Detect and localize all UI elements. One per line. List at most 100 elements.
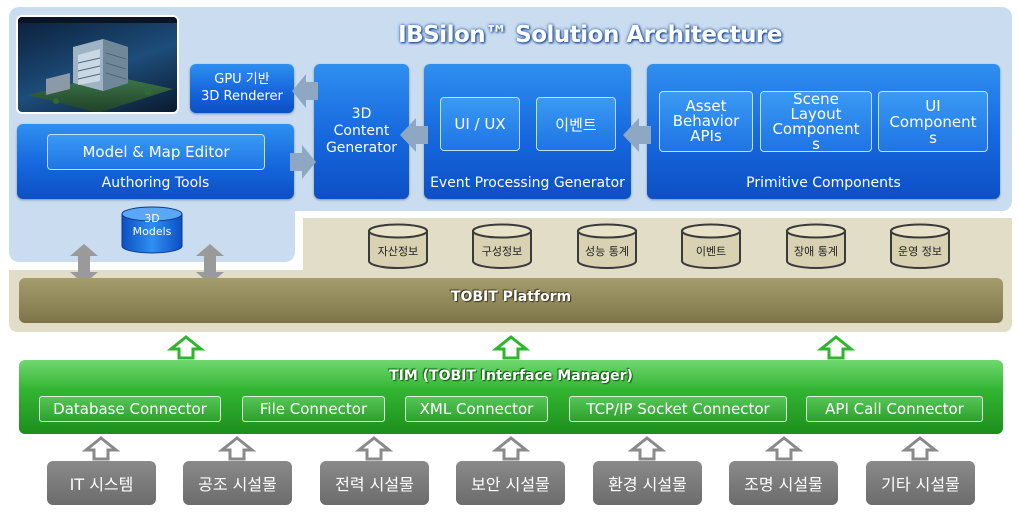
- arrow-editor-to-generator-icon: [290, 145, 316, 179]
- tobit-platform-label: TOBIT Platform: [450, 289, 572, 305]
- data-store-label: 이벤트: [695, 245, 727, 258]
- connector-label: Database Connector: [53, 400, 207, 418]
- source-label: 전력 시설물: [335, 475, 414, 494]
- ui-components-line1: UI: [925, 96, 941, 115]
- tim-title: TIM (TOBIT Interface Manager): [389, 368, 633, 384]
- event-processing-generator-box: UI / UX 이벤트 Event Processing Generator: [424, 64, 631, 199]
- source-label: 보안 시설물: [471, 475, 550, 494]
- asset-behavior-apis-box: Asset Behavior APIs: [659, 91, 753, 152]
- source-security-facility: 보안 시설물: [456, 461, 565, 505]
- source-hvac-facility: 공조 시설물: [183, 461, 292, 505]
- data-store-fault: 장애 통계: [785, 223, 847, 273]
- source-label: 조명 시설물: [744, 475, 823, 494]
- tobit-platform-bar: [19, 278, 1003, 323]
- ui-components-line2: Component: [889, 112, 977, 131]
- model-map-editor-box: Model & Map Editor: [47, 134, 265, 170]
- source-label: 공조 시설물: [198, 475, 277, 494]
- grey-up-arrow-icon: [217, 436, 257, 461]
- ui-ux-label: UI / UX: [454, 115, 506, 133]
- grey-up-arrow-icon: [764, 436, 804, 461]
- asset-behavior-apis-line3: APIs: [690, 127, 722, 145]
- grey-up-arrow-icon: [900, 436, 940, 461]
- source-label: 기타 시설물: [881, 475, 960, 494]
- asset-behavior-apis-line1: Asset: [685, 97, 727, 115]
- gpu-3d-renderer-box: GPU 기반 3D Renderer: [190, 64, 294, 113]
- source-environment-facility: 환경 시설물: [593, 461, 702, 505]
- arrow-primitive-to-event-icon: [623, 118, 651, 152]
- source-label: IT 시스템: [69, 475, 134, 494]
- authoring-tools-box: Model & Map Editor Authoring Tools: [17, 124, 294, 199]
- asset-behavior-apis-line2: Behavior: [672, 112, 740, 130]
- database-cylinder-icon: [786, 223, 846, 269]
- gpu-renderer-label-line1: GPU 기반: [214, 72, 270, 87]
- data-store-asset: 자산정보: [367, 223, 429, 273]
- sources-to-tim-arrows: [81, 436, 940, 461]
- double-arrow-left-icon: [70, 244, 98, 284]
- database-cylinder-icon: [368, 223, 428, 269]
- data-store-performance: 성능 통계: [576, 223, 638, 273]
- xml-connector-box: XML Connector: [405, 396, 548, 422]
- source-lighting-facility: 조명 시설물: [729, 461, 838, 505]
- connector-label: File Connector: [259, 400, 368, 418]
- model-map-editor-label: Model & Map Editor: [82, 143, 230, 161]
- event-box: 이벤트: [536, 97, 616, 151]
- 3d-models-cylinder-icon: [121, 206, 183, 254]
- 3d-models-label: 3D Models: [120, 212, 184, 238]
- content-generator-label-line3: Generator: [325, 140, 398, 156]
- ui-components-box: UI Component s: [878, 91, 988, 152]
- gpu-renderer-label-line2: 3D Renderer: [201, 89, 283, 104]
- scene-layout-components-line1: Scene: [793, 89, 839, 108]
- building-3d-render-image: [16, 15, 179, 114]
- primitive-components-box: Asset Behavior APIs Scene Layout Compone…: [647, 64, 1000, 199]
- green-up-arrow-icon: [491, 335, 531, 360]
- scene-layout-components-line3: Component: [772, 119, 860, 138]
- 3d-content-generator-box: 3D Content Generator: [314, 64, 409, 199]
- event-label: 이벤트: [555, 115, 597, 134]
- data-store-label: 자산정보: [377, 245, 419, 258]
- grey-up-arrow-icon: [491, 436, 531, 461]
- 3d-models-label-line1: 3D: [144, 212, 160, 225]
- grey-up-arrow-icon: [354, 436, 394, 461]
- authoring-platform-arrows: [70, 244, 224, 284]
- data-store-label: 운영 정보: [898, 245, 942, 258]
- tcpip-socket-connector-box: TCP/IP Socket Connector: [569, 396, 787, 422]
- arrow-generator-to-renderer-icon: [292, 74, 318, 108]
- ui-components-line3: s: [929, 128, 937, 147]
- database-connector-box: Database Connector: [39, 396, 221, 422]
- grey-up-arrow-icon: [81, 436, 121, 461]
- content-generator-label-line2: Content: [333, 123, 390, 139]
- green-up-arrow-icon: [816, 335, 856, 360]
- file-connector-box: File Connector: [242, 396, 385, 422]
- source-power-facility: 전력 시설물: [320, 461, 429, 505]
- building-render-graphic: [18, 17, 177, 112]
- arrow-event-to-generator-icon: [400, 118, 428, 152]
- data-store-label: 구성정보: [481, 245, 523, 258]
- double-arrow-right-icon: [196, 244, 224, 284]
- authoring-tools-label: Authoring Tools: [101, 175, 210, 191]
- event-processing-generator-label: Event Processing Generator: [430, 175, 625, 191]
- source-label: 환경 시설물: [608, 475, 687, 494]
- scene-layout-components-line2: Layout: [790, 104, 842, 123]
- database-cylinder-icon: [890, 223, 950, 269]
- tim-to-platform-arrows: [166, 335, 856, 360]
- connector-label: API Call Connector: [825, 400, 964, 418]
- grey-up-arrow-icon: [627, 436, 667, 461]
- 3d-models-label-line2: Models: [132, 225, 172, 238]
- database-cylinder-icon: [577, 223, 637, 269]
- content-generator-label-line1: 3D: [351, 106, 372, 122]
- primitive-components-label: Primitive Components: [746, 175, 901, 191]
- green-up-arrow-icon: [166, 335, 206, 360]
- connector-label: XML Connector: [419, 400, 534, 418]
- database-cylinder-icon: [472, 223, 532, 269]
- database-cylinder-icon: [681, 223, 741, 269]
- scene-layout-components-box: Scene Layout Component s: [760, 91, 872, 152]
- connector-label: TCP/IP Socket Connector: [586, 400, 770, 418]
- api-call-connector-box: API Call Connector: [806, 396, 983, 422]
- source-other-facility: 기타 시설물: [866, 461, 975, 505]
- source-it-system: IT 시스템: [47, 461, 156, 505]
- data-store-operation: 운영 정보: [889, 223, 951, 273]
- top-flow-arrows: [290, 74, 651, 179]
- data-store-label: 장애 통계: [794, 245, 838, 258]
- data-store-event: 이벤트: [680, 223, 742, 273]
- data-store-label: 성능 통계: [585, 245, 629, 258]
